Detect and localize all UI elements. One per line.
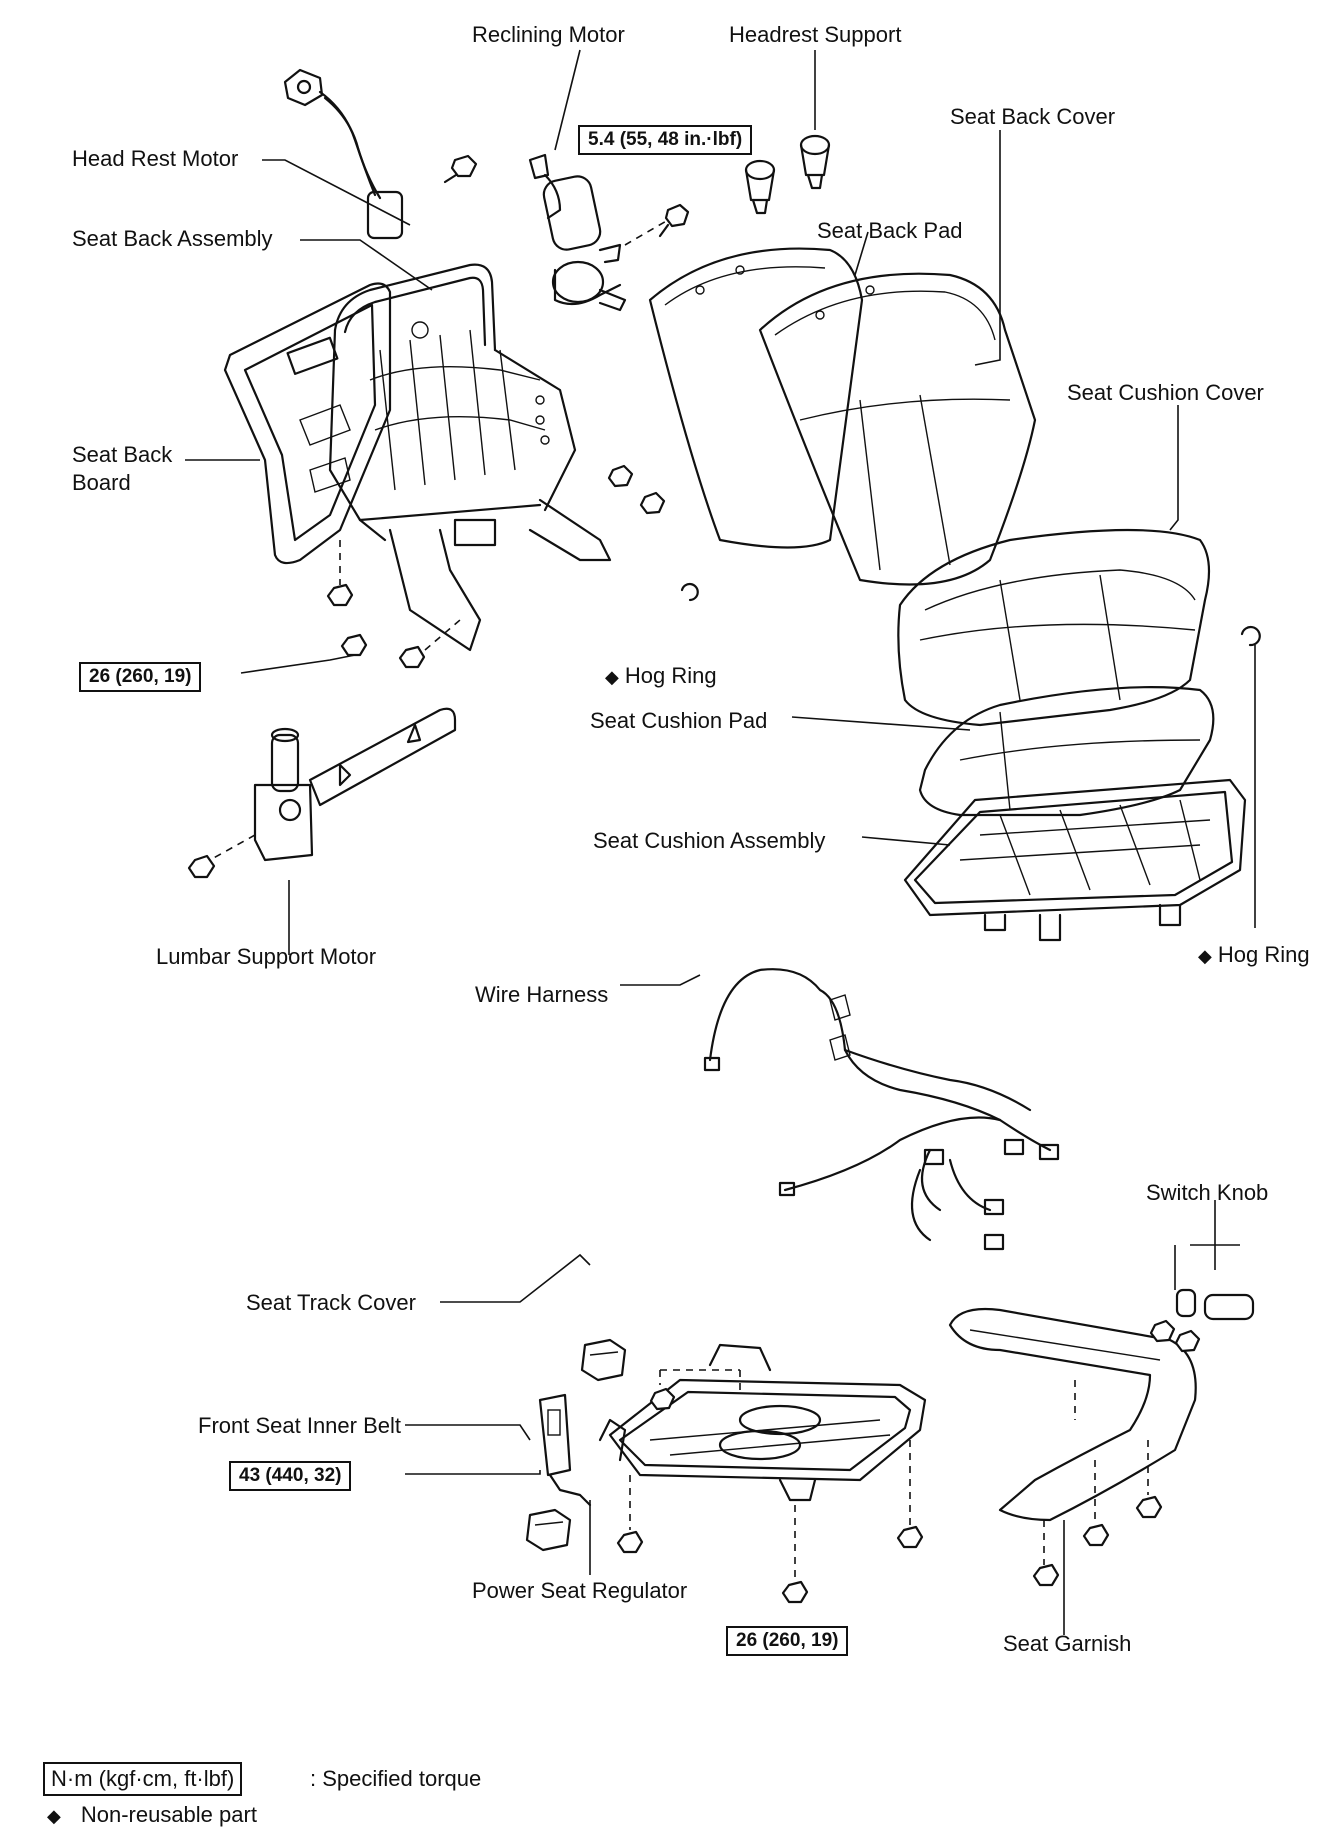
label-headrest-support: Headrest Support xyxy=(729,22,902,47)
label-reclining-motor: Reclining Motor xyxy=(472,22,625,47)
lumbar-support-motor-part xyxy=(187,707,457,879)
label-seat-back-board-2: Board xyxy=(72,470,131,495)
label-hog-ring-2: ◆Hog Ring xyxy=(1198,942,1310,969)
label-seat-track-cover: Seat Track Cover xyxy=(246,1290,416,1315)
seat-back-assembly-part xyxy=(328,263,612,652)
headrest-support-part xyxy=(744,134,831,215)
seat-garnish-part xyxy=(948,1307,1201,1587)
seat-back-board-part xyxy=(223,282,392,565)
label-switch-knob: Switch Knob xyxy=(1146,1180,1269,1205)
seat-cushion-pad-part xyxy=(918,686,1215,817)
legend-non-reusable: ◆ Non-reusable part xyxy=(47,1800,257,1831)
diamond-icon: ◆ xyxy=(47,1806,61,1826)
torque-seat-back: 26 (260, 19) xyxy=(79,662,202,692)
label-power-seat-regulator: Power Seat Regulator xyxy=(472,1578,688,1603)
seat-cushion-cover-part xyxy=(897,528,1211,727)
leader-lines xyxy=(185,49,1256,1635)
head-rest-bolt xyxy=(443,154,478,184)
seat-back-cover-part xyxy=(758,272,1037,586)
legend-torque-unit: N·m (kgf·cm, ft·lbf) xyxy=(43,1762,243,1796)
seat-back-pad-part xyxy=(648,247,864,549)
head-rest-motor-part xyxy=(283,68,404,240)
front-seat-inner-belt-part xyxy=(538,1393,592,1507)
seat-track-cover-part xyxy=(525,1338,627,1552)
hog-ring-2-text: Hog Ring xyxy=(1217,942,1310,967)
wire-harness-part xyxy=(703,968,1060,1251)
label-front-seat-inner-belt: Front Seat Inner Belt xyxy=(198,1413,401,1438)
label-head-rest-motor: Head Rest Motor xyxy=(72,146,239,171)
seat-back-bolts xyxy=(326,464,666,669)
label-seat-garnish: Seat Garnish xyxy=(1003,1631,1132,1656)
label-seat-cushion-cover: Seat Cushion Cover xyxy=(1067,380,1264,405)
label-seat-cushion-assembly: Seat Cushion Assembly xyxy=(593,828,826,853)
torque-regulator: 26 (260, 19) xyxy=(726,1626,849,1656)
legend-torque-desc: : Specified torque xyxy=(310,1766,482,1791)
label-lumbar-support-motor: Lumbar Support Motor xyxy=(156,944,377,969)
diamond-icon: ◆ xyxy=(605,667,619,687)
label-seat-back-assembly: Seat Back Assembly xyxy=(72,226,273,251)
label-seat-back-pad: Seat Back Pad xyxy=(817,218,963,243)
legend-non-reusable-text: Non-reusable part xyxy=(80,1802,257,1827)
hog-ring-part xyxy=(680,582,1261,647)
reclining-motor-part xyxy=(528,153,669,312)
switch-knob-part xyxy=(1175,1288,1255,1321)
hog-ring-1-text: Hog Ring xyxy=(624,663,717,688)
diamond-icon: ◆ xyxy=(1198,946,1212,966)
label-hog-ring-1: ◆Hog Ring xyxy=(605,663,717,690)
label-wire-harness: Wire Harness xyxy=(475,982,609,1007)
reclining-bolt xyxy=(658,203,690,238)
power-seat-regulator-part xyxy=(598,1343,927,1604)
label-seat-cushion-pad: Seat Cushion Pad xyxy=(590,708,768,733)
torque-reclining-motor: 5.4 (55, 48 in.·lbf) xyxy=(578,125,753,155)
label-seat-back-board-1: Seat Back xyxy=(72,442,173,467)
seat-cushion-assembly-part xyxy=(903,778,1247,942)
label-seat-back-cover: Seat Back Cover xyxy=(950,104,1116,129)
torque-inner-belt: 43 (440, 32) xyxy=(229,1461,352,1491)
